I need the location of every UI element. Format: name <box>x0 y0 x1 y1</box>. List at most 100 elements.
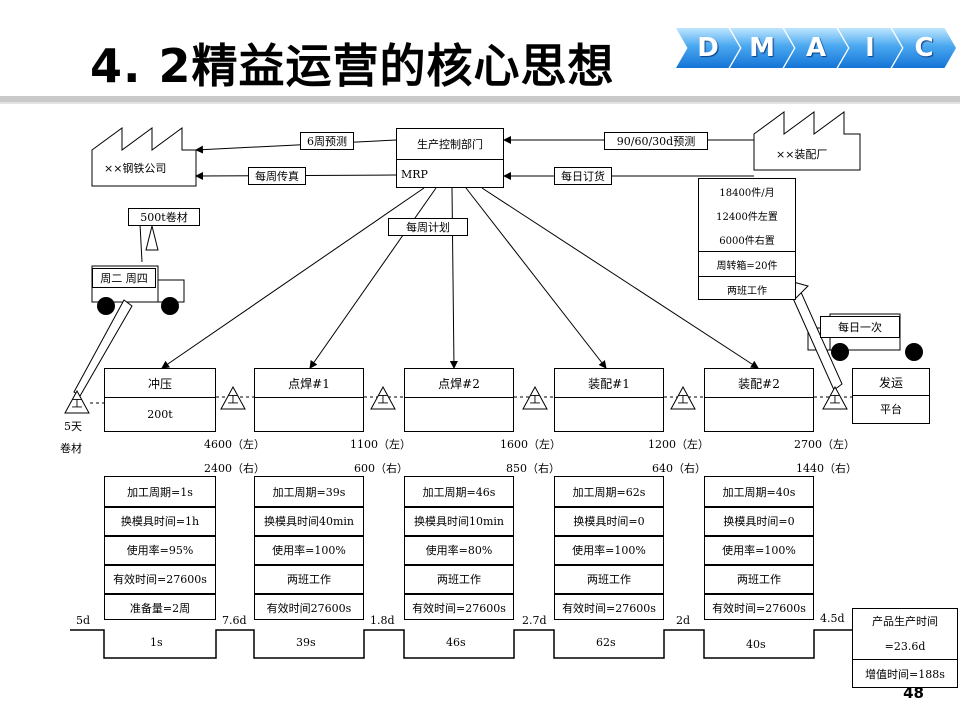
process-data-row: 加工周期=46s <box>405 477 513 508</box>
header-divider <box>0 96 960 102</box>
timeline-cycle: 39s <box>296 636 316 649</box>
customer-name: ××装配厂 <box>776 148 828 161</box>
process-stamping: 冲压 200t <box>104 368 216 432</box>
process-data-box: 加工周期=39s 换模具时间40min 使用率=100% 两班工作 有效时间27… <box>254 476 364 620</box>
inventory-icon-label: 工 <box>829 393 841 406</box>
process-name: 装配#2 <box>705 369 813 398</box>
inventory-right: 2400（右） <box>204 462 265 475</box>
process-name: 点焊#1 <box>255 369 363 398</box>
customer-order: 每日订货 <box>554 167 612 185</box>
inventory-left: 1600（左） <box>500 438 561 451</box>
process-data-row: 换模具时间=0 <box>705 506 813 537</box>
process-spot-weld-1: 点焊#1 <box>254 368 364 432</box>
value-added-time: 增值时间=188s <box>853 659 957 688</box>
shipping-name: 发运 <box>853 369 929 396</box>
process-data-row: 使用率=100% <box>705 535 813 566</box>
process-spot-weld-2: 点焊#2 <box>404 368 514 432</box>
process-assembly-1: 装配#1 <box>554 368 664 432</box>
process-assembly-2: 装配#2 <box>704 368 814 432</box>
supplier-fax: 每周传真 <box>248 167 306 185</box>
process-name: 冲压 <box>105 369 215 398</box>
inventory-left: 2700（左） <box>794 438 855 451</box>
process-data-row: 使用率=95% <box>105 535 215 566</box>
process-data-row: 两班工作 <box>255 564 363 595</box>
process-data-row: 换模具时间=1h <box>105 506 215 537</box>
timeline-cycle: 62s <box>596 636 616 649</box>
inventory-right: 850（右） <box>506 462 560 475</box>
process-sub <box>555 397 663 431</box>
process-sub: 200t <box>147 407 173 421</box>
inventory-triangle: 工 <box>220 385 246 410</box>
inventory-left: 4600（左） <box>204 438 265 451</box>
process-data-row: 有效时间=27600s <box>712 601 806 615</box>
supplier-forecast: 6周预测 <box>300 132 354 150</box>
timeline-cycle: 1s <box>150 636 163 649</box>
inventory-triangle: 工 <box>522 385 548 410</box>
lead-time-label: 产品生产时间 <box>872 615 938 628</box>
mrp-label: MRP <box>401 168 428 181</box>
lead-time-value: =23.6d <box>884 639 926 653</box>
process-data-box: 加工周期=1s 换模具时间=1h 使用率=95% 有效时间=27600s 准备量… <box>104 476 216 620</box>
process-sub <box>255 397 363 431</box>
process-data-row: 两班工作 <box>705 564 813 595</box>
timeline-days: 1.8d <box>370 614 395 627</box>
customer-demand-monthly: 18400件/月 <box>719 187 775 199</box>
customer-delivery: 每日一次 <box>820 316 900 338</box>
customer-demand-right: 6000件右置 <box>719 235 775 247</box>
customer-factory-icon <box>753 111 861 171</box>
inventory-triangle: 工 <box>670 385 696 410</box>
header-divider-shadow <box>0 102 960 104</box>
process-data-row: 换模具时间10min <box>405 506 513 537</box>
inventory-right: 600（右） <box>354 462 408 475</box>
raw-inventory-icon-label: 工 <box>71 397 83 410</box>
process-data-row: 有效时间27600s <box>266 601 352 615</box>
dmaic-m: M <box>730 28 794 68</box>
inventory-left: 1200（左） <box>648 438 709 451</box>
process-data-row: 使用率=80% <box>405 535 513 566</box>
process-data-row: 加工周期=40s <box>705 477 813 508</box>
production-control-box: 生产控制部门 MRP <box>396 128 504 188</box>
process-data-row: 两班工作 <box>405 564 513 595</box>
process-data-row: 两班工作 <box>555 564 663 595</box>
process-sub <box>705 397 813 431</box>
inventory-icon-label: 工 <box>529 393 541 406</box>
process-data-row: 使用率=100% <box>555 535 663 566</box>
customer-demand-shifts: 两班工作 <box>699 276 795 301</box>
customer-demand-container: 周转箱=20件 <box>699 251 795 276</box>
raw-inventory-type: 卷材 <box>60 442 82 455</box>
process-name: 装配#1 <box>555 369 663 398</box>
process-data-row: 加工周期=39s <box>255 477 363 508</box>
supplier-delivery: 周二 周四 <box>92 268 156 288</box>
process-name: 点焊#2 <box>405 369 513 398</box>
process-data-row: 加工周期=1s <box>105 477 215 508</box>
supplier-name: ××钢铁公司 <box>104 162 167 175</box>
summary-box: 产品生产时间 =23.6d 增值时间=188s <box>852 608 958 688</box>
process-data-row: 加工周期=62s <box>555 477 663 508</box>
inventory-triangle: 工 <box>370 385 396 410</box>
inventory-icon-label: 工 <box>227 393 239 406</box>
process-data-row: 准备量=2周 <box>129 601 191 615</box>
inventory-icon-label: 工 <box>677 393 689 406</box>
production-control-title: 生产控制部门 <box>397 129 503 160</box>
timeline-days: 5d <box>76 614 91 627</box>
timeline-cycle: 46s <box>446 636 466 649</box>
process-data-row: 换模具时间40min <box>255 506 363 537</box>
page-title: 4. 2精益运营的核心思想 <box>90 39 615 93</box>
process-data-row: 使用率=100% <box>255 535 363 566</box>
inventory-right: 640（右） <box>652 462 706 475</box>
raw-inventory-days: 5天 <box>64 420 82 433</box>
customer-forecast: 90/60/30d预测 <box>604 132 708 150</box>
dmaic-c: C <box>892 28 956 68</box>
inventory-triangle: 工 <box>822 385 848 410</box>
raw-inventory-triangle: 工 <box>64 389 90 414</box>
supplier-material: 500t卷材 <box>128 208 200 226</box>
shipping-dock: 发运 平台 <box>852 368 930 424</box>
process-data-box: 加工周期=40s 换模具时间=0 使用率=100% 两班工作 有效时间=2760… <box>704 476 814 620</box>
page-number: 48 <box>903 684 924 702</box>
weekly-plan: 每周计划 <box>388 218 468 236</box>
customer-demand-left: 12400件左置 <box>716 211 778 223</box>
process-data-row: 有效时间=27600s <box>562 601 656 615</box>
process-data-box: 加工周期=46s 换模具时间10min 使用率=80% 两班工作 有效时间=27… <box>404 476 514 620</box>
timeline-days-final: 4.5d <box>820 612 845 625</box>
